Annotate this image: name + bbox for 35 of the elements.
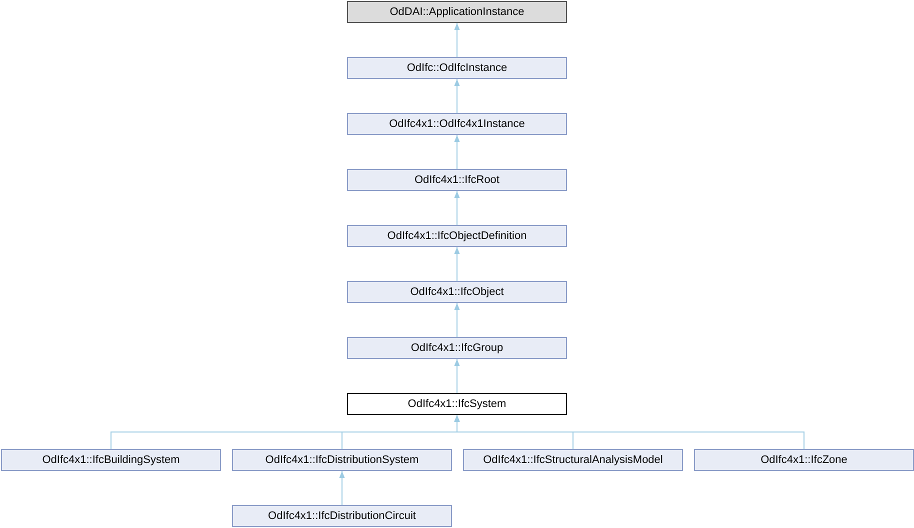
inheritance-arrow bbox=[454, 22, 460, 58]
class-name: OdIfc4x1::IfcGroup bbox=[410, 342, 504, 354]
class-name: OdIfc::OdIfcInstance bbox=[406, 62, 508, 74]
class-box bbox=[463, 449, 683, 471]
inheritance-arrow bbox=[454, 190, 460, 226]
class-name: OdIfc4x1::OdIfc4x1Instance bbox=[389, 118, 525, 130]
inheritance-arrow bbox=[339, 470, 345, 506]
inheritance-arrow bbox=[454, 302, 460, 338]
class-name: OdDAI::ApplicationInstance bbox=[390, 6, 524, 18]
class-box bbox=[347, 113, 567, 135]
inheritance-arrow bbox=[454, 414, 804, 450]
class-name: OdIfc4x1::IfcRoot bbox=[414, 174, 500, 186]
class-box bbox=[232, 505, 452, 527]
class-name: OdIfc4x1::IfcDistributionCircuit bbox=[268, 510, 416, 522]
class-name: OdIfc4x1::IfcObject bbox=[410, 286, 504, 298]
class-box bbox=[232, 449, 452, 471]
class-name: OdIfc4x1::IfcZone bbox=[760, 454, 848, 466]
class-box bbox=[347, 337, 567, 359]
class-box bbox=[347, 169, 567, 191]
inheritance-arrow bbox=[454, 78, 460, 114]
class-name: OdIfc4x1::IfcSystem bbox=[408, 398, 506, 410]
class-name: OdIfc4x1::IfcBuildingSystem bbox=[42, 454, 180, 466]
class-name: OdIfc4x1::IfcDistributionSystem bbox=[265, 454, 419, 466]
inheritance-arrow bbox=[454, 246, 460, 282]
class-box bbox=[694, 449, 914, 471]
inheritance-arrow bbox=[454, 358, 460, 394]
inheritance-arrow bbox=[454, 134, 460, 170]
class-box bbox=[347, 393, 567, 415]
class-name: OdIfc4x1::IfcStructuralAnalysisModel bbox=[483, 454, 663, 466]
class-box bbox=[347, 225, 567, 247]
class-box bbox=[347, 281, 567, 303]
class-box bbox=[347, 57, 567, 79]
class-box bbox=[347, 1, 567, 23]
class-name: OdIfc4x1::IfcObjectDefinition bbox=[387, 230, 527, 242]
class-box bbox=[1, 449, 221, 471]
